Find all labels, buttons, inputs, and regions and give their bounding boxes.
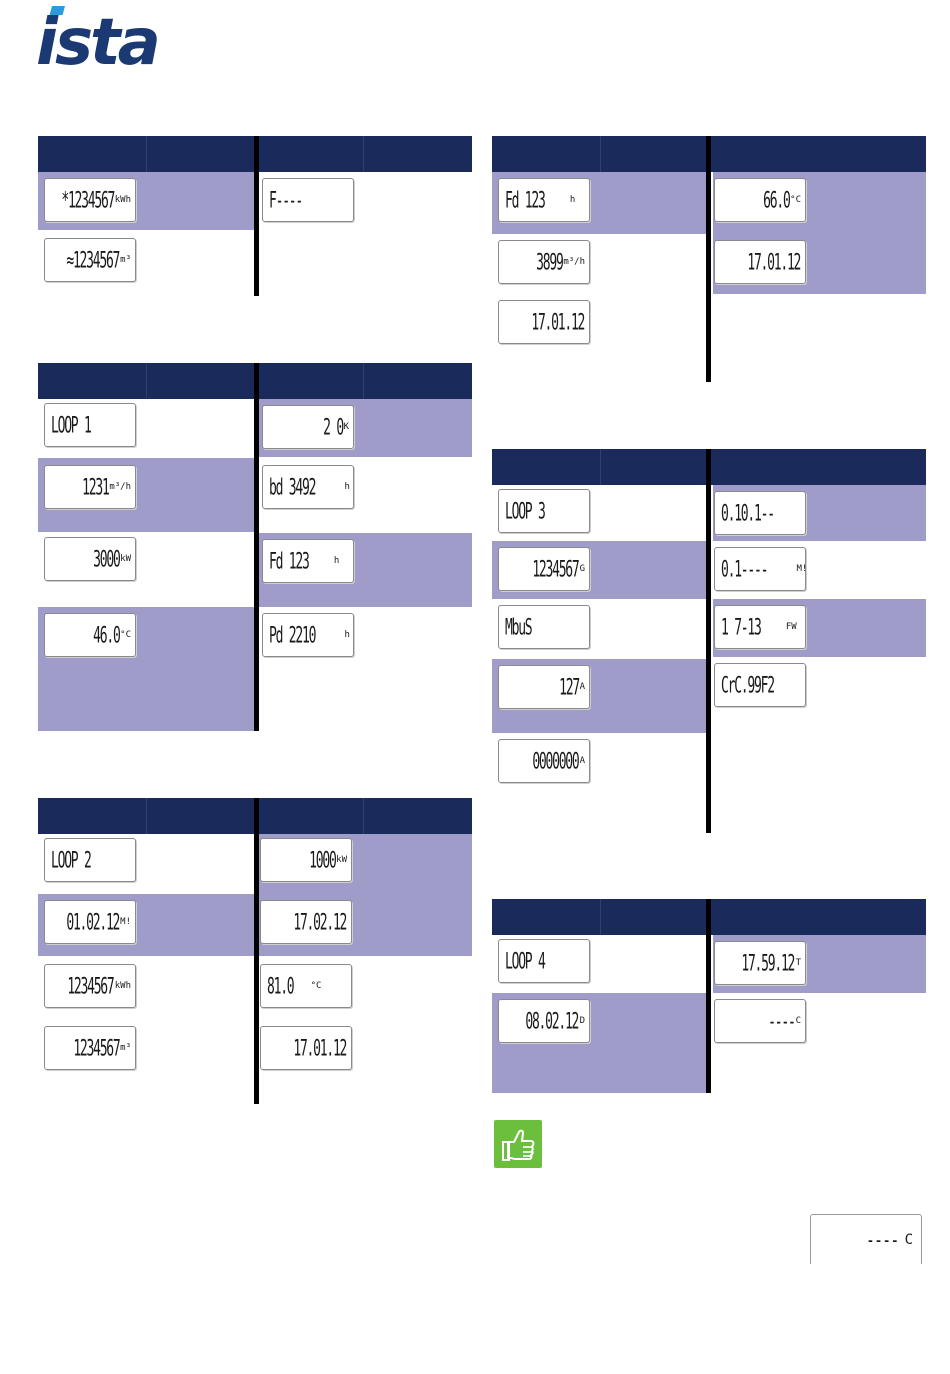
lcd-display-tip: ---- C [810, 1214, 922, 1264]
column-divider [254, 136, 259, 296]
column-divider [706, 449, 711, 833]
lcd-display: ----C [714, 999, 806, 1043]
lcd-display: LOOP 4 [498, 939, 590, 983]
lcd-display: LOOP 2 [44, 838, 136, 882]
logo-wordmark: ista [36, 6, 158, 70]
lcd-display: 0.10.1-- [714, 491, 806, 535]
column-divider [706, 899, 711, 1093]
lcd-display: LOOP 3 [498, 489, 590, 533]
lcd-display: 0.1----M! [714, 547, 806, 591]
lcd-display: 17.02.12 [260, 900, 352, 944]
lcd-display: 17.01.12 [498, 300, 590, 344]
lcd-display: 81.0°C [260, 964, 352, 1008]
lcd-display: F---- [262, 178, 354, 222]
lcd-display: LOOP 1 [44, 403, 136, 447]
ista-logo: ista [36, 6, 161, 70]
column-divider [254, 363, 259, 731]
column-divider [706, 136, 711, 382]
lcd-display: CrC.99F2 [714, 663, 806, 707]
lcd-display: 17.01.12 [260, 1026, 352, 1070]
column-divider [254, 798, 259, 1104]
logo-accent-dot [49, 6, 65, 15]
lcd-display: MbuS [498, 605, 590, 649]
thumbs-up-icon [494, 1120, 542, 1168]
lcd-display: 17.01.12 [714, 240, 806, 284]
lcd-display: 46.0°C [44, 613, 136, 657]
lcd-display: 66.0°C [714, 178, 806, 222]
